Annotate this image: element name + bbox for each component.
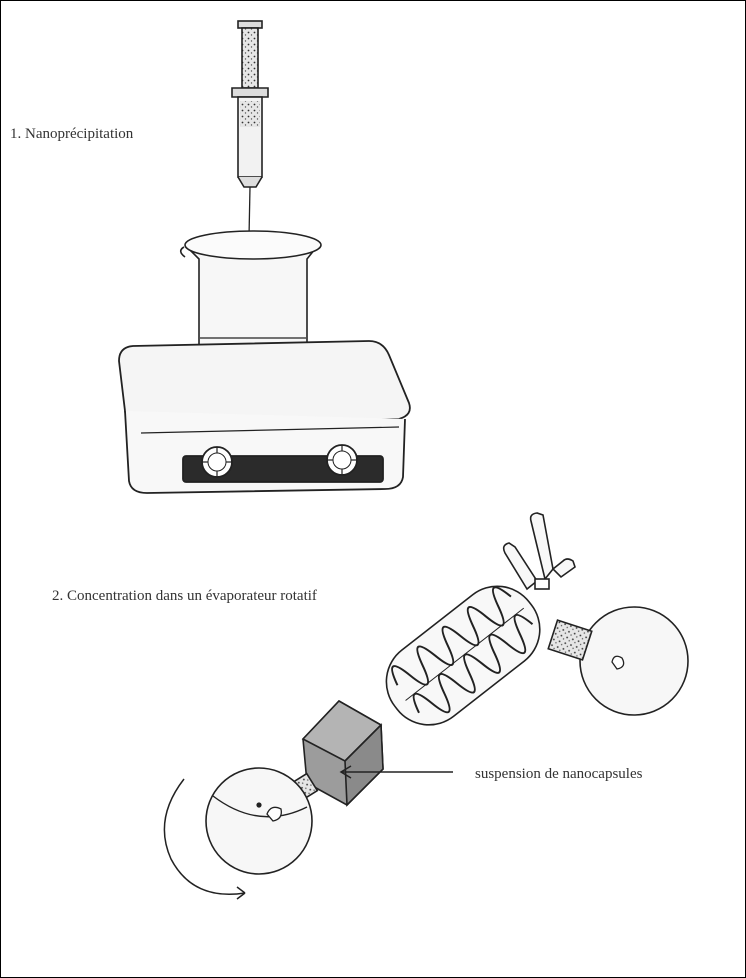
magnetic-stirrer (119, 341, 410, 493)
receiving-flask (580, 607, 688, 715)
syringe-plunger-cap (238, 21, 262, 28)
condenser-inlet-tubes (504, 513, 575, 589)
receiving-flask-joint (548, 620, 592, 660)
syringe-plunger-rod (242, 28, 258, 88)
heat-knob-icon (327, 445, 357, 475)
speed-knob-icon (202, 447, 232, 477)
rotary-evaporator (164, 513, 688, 899)
evaporating-flask (206, 768, 312, 874)
condenser (370, 570, 556, 741)
syringe-flange (232, 88, 268, 97)
beaker-spout (181, 247, 185, 257)
syringe-contents (240, 101, 260, 127)
beaker-rim (185, 231, 321, 259)
syringe-needle (249, 187, 250, 237)
syringe (232, 21, 268, 237)
